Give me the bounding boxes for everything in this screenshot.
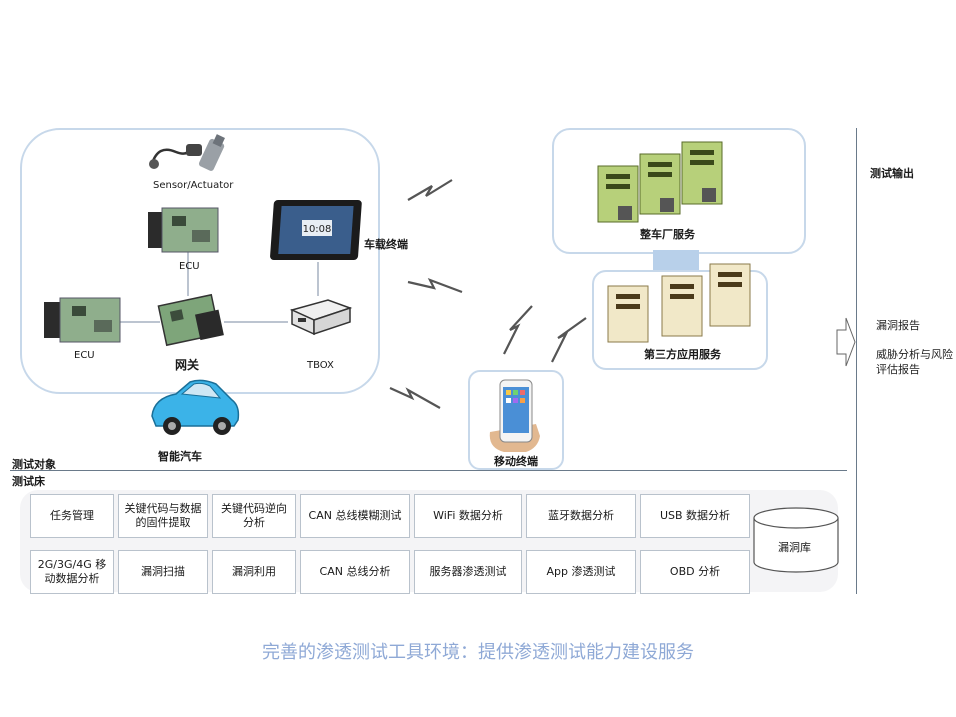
test-tool-mobile-data-analysis: 2G/3G/4G 移动数据分析: [30, 550, 114, 594]
third-party-service-frame: [592, 270, 768, 370]
output-item-vuln-report: 漏洞报告: [876, 319, 920, 332]
footer-caption: 完善的渗透测试工具环境：提供渗透测试能力建设服务: [262, 642, 694, 663]
gateway-label: 网关: [175, 358, 200, 372]
server-icon: [597, 165, 639, 223]
ivi-tablet-icon: 10:08: [270, 200, 362, 260]
gateway-icon: [157, 293, 224, 347]
server-icon: [681, 141, 723, 205]
test-tool-obd-analysis: OBD 分析: [640, 550, 750, 594]
test-tool-can-bus-analysis: CAN 总线分析: [300, 550, 410, 594]
oem-service-label: 整车厂服务: [640, 228, 695, 241]
test-tool-can-bus-fuzzing: CAN 总线模糊测试: [300, 494, 410, 538]
test-tool-firmware-extraction: 关键代码与数据的固件提取: [118, 494, 208, 538]
server-icon: [639, 153, 681, 215]
test-tool-vulnerability-scan: 漏洞扫描: [118, 550, 208, 594]
test-bed-label: 测试床: [12, 475, 45, 488]
ivi-clock-text: 10:08: [303, 224, 332, 235]
test-tool-task-management: 任务管理: [30, 494, 114, 538]
ecu-left-label: ECU: [74, 350, 95, 361]
test-tool-app-penetration-test: App 渗透测试: [526, 550, 636, 594]
ecu-top-label: ECU: [179, 261, 200, 272]
oem-server-icons: [597, 141, 723, 223]
third-party-server-icons: [607, 263, 751, 343]
sensor-actuator-label: Sensor/Actuator: [153, 180, 234, 191]
smart-car-label: 智能汽车: [158, 450, 202, 463]
smart-car-icon: [151, 379, 240, 435]
wireless-signal-icon: [389, 179, 587, 409]
third-party-service-label: 第三方应用服务: [644, 348, 721, 361]
test-tool-bluetooth-data-analysis: 蓝牙数据分析: [526, 494, 636, 538]
server-icon: [661, 275, 703, 337]
test-object-label: 测试对象: [12, 458, 56, 471]
ecu-left-icon: [44, 297, 121, 343]
tbox-icon: [289, 299, 353, 336]
vulnerability-database-label: 漏洞库: [778, 541, 811, 554]
output-divider: [856, 128, 857, 594]
oem-third-party-connector: [653, 250, 699, 270]
output-item-threat-risk-report: 威胁分析与风险评估报告: [876, 348, 953, 376]
test-tool-vulnerability-exploit: 漏洞利用: [212, 550, 296, 594]
ecu-top-icon: [148, 207, 219, 253]
output-arrow-icon: [836, 317, 856, 367]
test-tool-wifi-data-analysis: WiFi 数据分析: [414, 494, 522, 538]
test-tool-server-penetration-test: 服务器渗透测试: [414, 550, 522, 594]
tbox-label: TBOX: [307, 360, 334, 371]
server-icon: [709, 263, 751, 327]
sensor-actuator-icon: [149, 134, 225, 171]
vulnerability-database-icon: [753, 507, 839, 573]
mobile-terminal-label: 移动终端: [494, 455, 538, 468]
test-tool-code-reverse-analysis: 关键代码逆向分析: [212, 494, 296, 538]
mobile-terminal-frame: [468, 370, 564, 470]
test-output-title: 测试输出: [870, 167, 914, 180]
ivi-label: 车载终端: [364, 238, 408, 251]
section-divider: [10, 470, 847, 471]
test-tool-usb-data-analysis: USB 数据分析: [640, 494, 750, 538]
mobile-phone-icon: [489, 379, 540, 452]
server-icon: [607, 285, 649, 343]
